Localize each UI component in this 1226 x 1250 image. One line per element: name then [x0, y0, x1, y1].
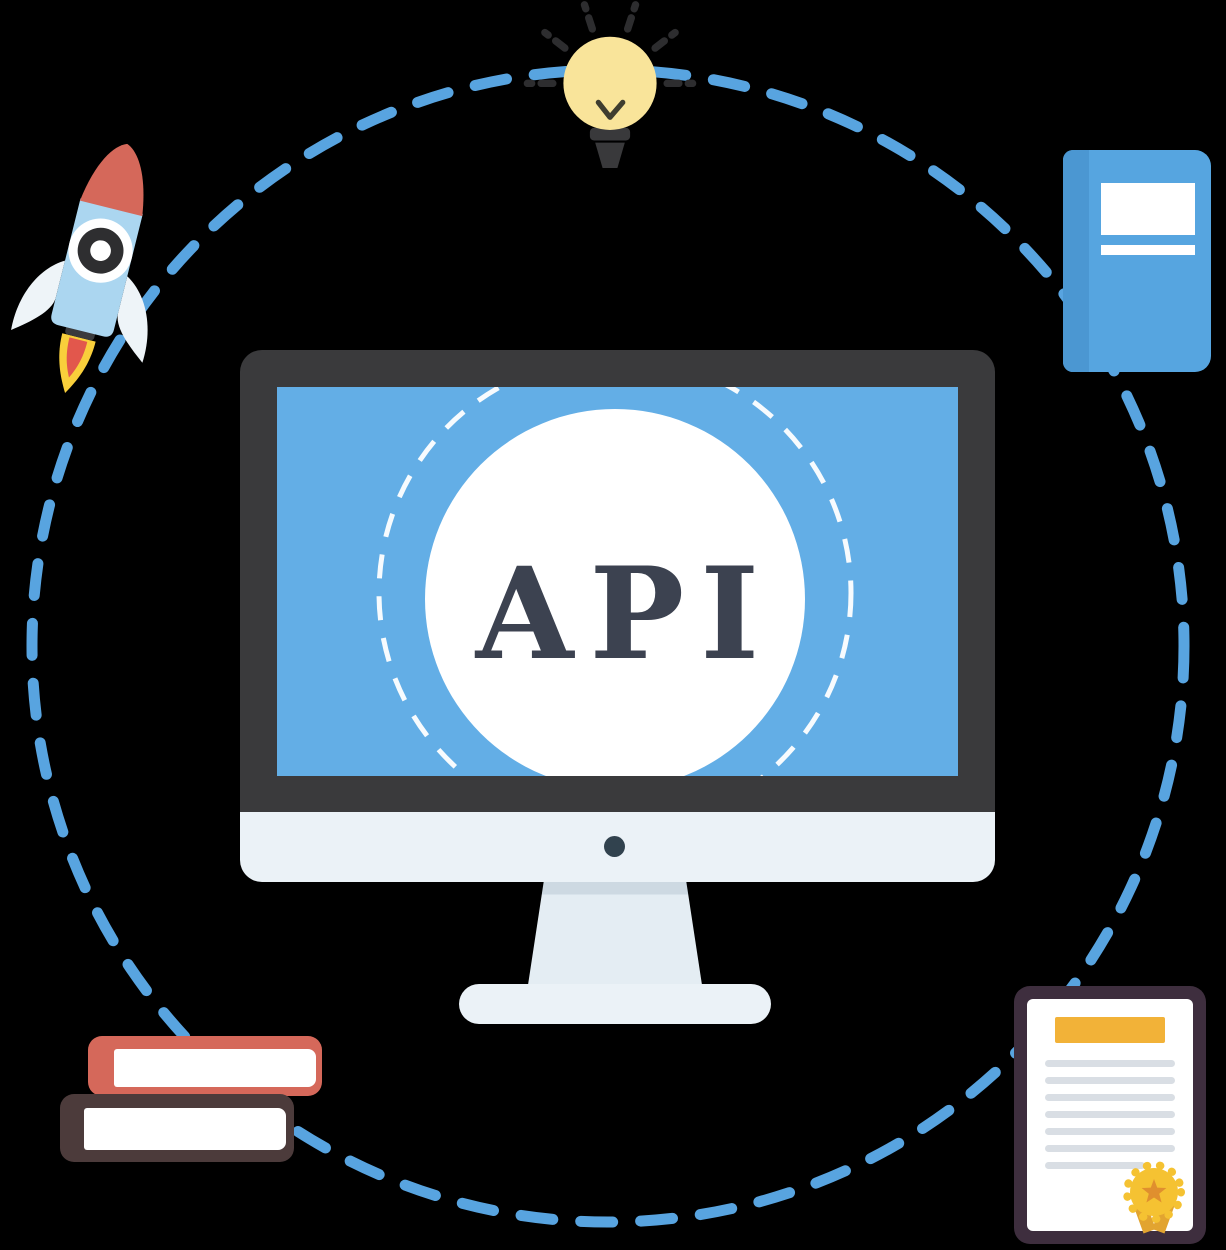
book-bottom-pages — [84, 1108, 286, 1150]
certificate-icon — [1014, 986, 1206, 1244]
bulb-glass — [563, 36, 657, 130]
bulb-base-top — [589, 127, 631, 141]
bulb-rays — [523, 1, 697, 88]
screen-dashed-circle — [376, 387, 854, 776]
certificate-text-line — [1045, 1128, 1175, 1135]
bulb-base-bottom — [595, 142, 625, 169]
rocket-nose — [79, 143, 144, 217]
book-top-pages — [114, 1049, 316, 1087]
lightbulb-icon — [523, 1, 697, 169]
rosette-star — [1141, 1179, 1167, 1203]
api-text: API — [475, 540, 776, 688]
award-rosette-badge — [1123, 1161, 1185, 1234]
certificate-text-line — [1045, 1077, 1175, 1084]
book-title-underline — [1101, 245, 1195, 255]
monitor-camera-dot — [604, 836, 625, 857]
certificate-text-line — [1045, 1111, 1175, 1118]
rosette-scallops — [1123, 1161, 1185, 1223]
monitor-screen: API — [277, 387, 958, 776]
book-title-block — [1101, 183, 1195, 235]
book-bottom-brown — [60, 1094, 294, 1162]
api-circle — [425, 409, 805, 776]
certificate-title-bar — [1055, 1017, 1165, 1043]
certificate-text-line — [1045, 1094, 1175, 1101]
certificate-text-line — [1045, 1162, 1145, 1169]
rocket-window-center — [90, 240, 111, 261]
monitor-stand-neck — [528, 882, 702, 985]
book-top-red — [88, 1036, 322, 1096]
books-stack-icon — [60, 1036, 322, 1164]
book-icon — [1063, 150, 1211, 372]
rocket-flame-inner — [66, 337, 88, 378]
monitor-stand-base — [459, 984, 771, 1024]
certificate-text-line — [1045, 1145, 1175, 1152]
rocket-fin-right — [117, 276, 148, 363]
bulb-filament — [595, 99, 626, 120]
rocket-fin-left — [11, 260, 65, 330]
screen-graphics — [376, 387, 854, 776]
certificate-text-line — [1045, 1060, 1175, 1067]
rocket-icon — [11, 143, 148, 394]
book-spine — [1063, 150, 1089, 372]
